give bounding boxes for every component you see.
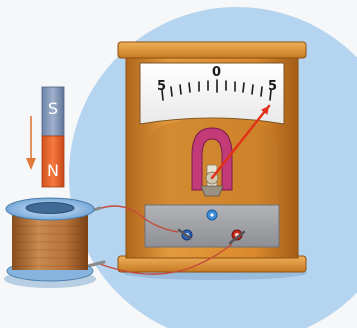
scale-label-left: 5 — [157, 80, 166, 93]
coil — [4, 198, 96, 288]
motion-arrow-down — [26, 116, 36, 170]
galvanometer-top — [118, 42, 306, 58]
north-pole-label: N — [43, 163, 63, 179]
south-pole-label: S — [43, 101, 63, 117]
scale-label-right: 5 — [268, 80, 277, 93]
coil-opening — [26, 203, 74, 214]
coil-winding — [12, 212, 88, 270]
scale-label-center: 0 — [212, 66, 221, 79]
